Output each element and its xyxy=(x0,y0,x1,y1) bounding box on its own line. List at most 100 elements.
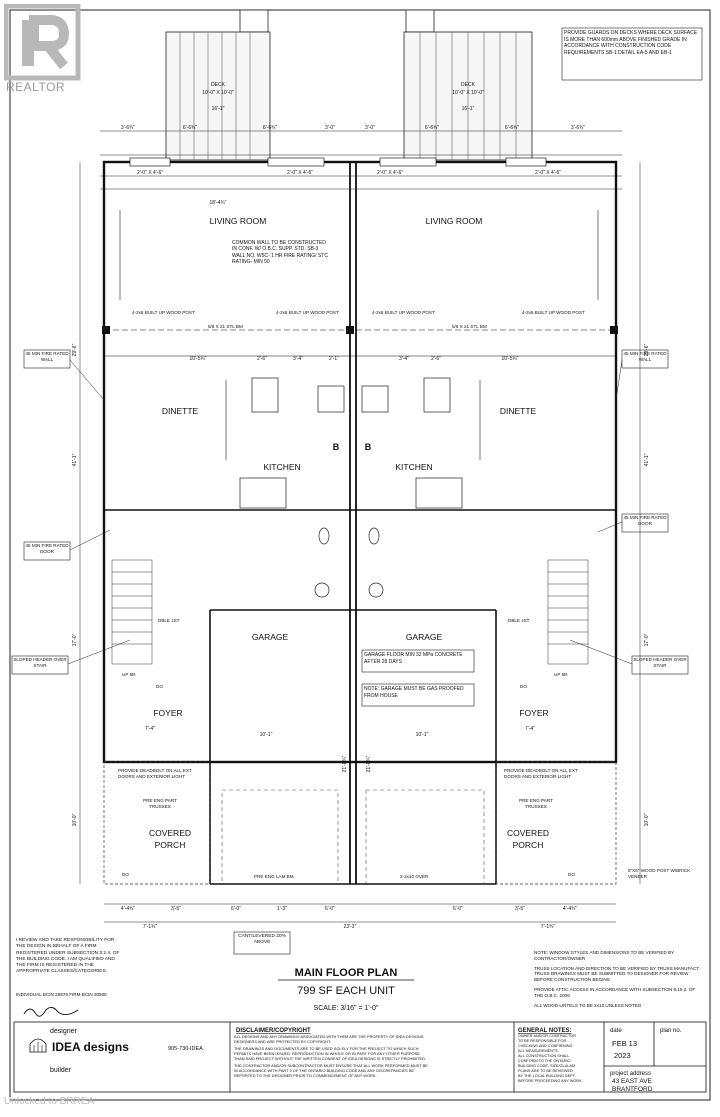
dim-b6: 23'-3" xyxy=(344,924,357,930)
dim-b2-right: 3'-5" xyxy=(515,906,525,912)
do-left: DO xyxy=(156,684,163,689)
dinette-left: DINETTE xyxy=(162,406,199,416)
trusses-note-right: PRE ENG PART TRUSSES xyxy=(519,798,553,809)
right-note-attic: PROVIDE ATTIC ACCESS IN ACCORDANCE WITH … xyxy=(534,986,696,998)
garage-right: GARAGE xyxy=(406,632,443,642)
right-note-lintels: ALL WOOD LINTELS TO BE 2x10 UNLESS NOTED xyxy=(534,1002,642,1008)
date-line-1: FEB 13 xyxy=(612,1039,637,1048)
deck-size-right: 10'-0" X 10'-0" xyxy=(452,90,484,96)
fire-wall-callout-left: 45 MIN FIRE RATED WALL xyxy=(23,349,71,369)
covered-left: COVERED xyxy=(149,828,191,838)
dim-side-2-right: 41'-1" xyxy=(644,453,650,466)
garage-door-openings xyxy=(221,789,485,885)
garage-floor-note: GARAGE FLOOR MIN 32 MPa CONCRETE AFTER 2… xyxy=(361,649,475,673)
company-name: IDEA designs xyxy=(52,1040,129,1054)
dim-d3-left: 2'-1" xyxy=(329,356,339,362)
post-left xyxy=(102,326,110,334)
dim-d1-left: 2'-6" xyxy=(257,356,267,362)
up-left: UP 5R xyxy=(122,672,136,677)
deck-size-left: 10'-0" X 10'-0" xyxy=(202,90,234,96)
dim-garage-depth-right: 21'-8¾" xyxy=(366,755,372,772)
deck-width-left: 16'-1" xyxy=(212,106,225,112)
title-block xyxy=(13,1021,707,1093)
idea-designs-logo-icon xyxy=(29,1038,47,1053)
b-marker-right: B xyxy=(365,442,372,452)
post-note-1: 4-2x6 BUILT UP WOOD POST xyxy=(132,310,195,315)
beam-note-left: 5/8 X 21 STL BM xyxy=(208,324,243,329)
dim-d1-right: 2'-6" xyxy=(431,356,441,362)
dim-foyer-left: 7'-4" xyxy=(145,726,155,732)
deadbolt-note-right: PROVIDE DEADBOLT ON ALL EXT DOORS AND EX… xyxy=(504,768,578,779)
dim-side-1-left: 29'-6" xyxy=(72,343,78,356)
bottom-dimension-lines xyxy=(104,903,616,923)
dim-top-b-right: 6'-6¾" xyxy=(505,125,519,131)
dim-side-1-right: 29'-6" xyxy=(644,343,650,356)
dim-top-b-left: 6'-6¾" xyxy=(183,125,197,131)
gas-proof-note: NOTE: GARAGE MUST BE GAS PROOFED FROM HO… xyxy=(361,683,475,707)
dim-d2-right: 3'-4" xyxy=(399,356,409,362)
callout-leaders xyxy=(67,359,633,665)
dim-mid-left: 10'-5¾" xyxy=(190,356,207,362)
living-room-right: LIVING ROOM xyxy=(426,216,483,226)
dim-b5-right: 7'-1¾" xyxy=(541,924,555,930)
realtor-logo-icon xyxy=(4,4,81,81)
top-dimensions xyxy=(100,130,622,190)
dim-d2-left: 3'-4" xyxy=(293,356,303,362)
company-phone: 905-730-IDEA xyxy=(168,1046,203,1052)
kitchen-fixtures xyxy=(239,377,463,509)
project-address-label: project address xyxy=(610,1071,651,1077)
address-line-1: 43 EAST AVE xyxy=(612,1078,653,1085)
dim-b5-left: 7'-1¾" xyxy=(143,924,157,930)
wood-post-note: 6"X6" WOOD POST W/BRICK VENEER xyxy=(628,868,691,879)
right-note-truss: TRUSS LOCATION AND DIRECTION TO BE VERIF… xyxy=(534,965,700,983)
dim-foyer-right: 7'-4" xyxy=(525,726,535,732)
fire-wall-callout-right: 45 MIN FIRE RATED WALL xyxy=(621,349,669,369)
fire-door-callout-right: 45 MIN FIRE RATED DOOR xyxy=(621,513,669,533)
dim-garage-w-right: 10'-1" xyxy=(416,732,429,738)
deck-label-right: DECK xyxy=(461,82,476,88)
plan-area: 799 SF EACH UNIT xyxy=(297,985,395,997)
dim-top-c-left: 6'-6¾" xyxy=(263,125,277,131)
dim-top-a-right: 3'-6¾" xyxy=(571,125,585,131)
deck-label-left: DECK xyxy=(211,82,226,88)
deck-note-text: PROVIDE GUARDS ON DECKS WHERE DECK SURFA… xyxy=(564,30,698,56)
living-room-left: LIVING ROOM xyxy=(210,216,267,226)
b-marker-left: B xyxy=(333,442,340,452)
beam-note-right: 5/8 X 21 STL BM xyxy=(452,324,487,329)
dim-b1-right: 4'-4¾" xyxy=(563,906,577,912)
deadbolt-note-left: PROVIDE DEADBOLT ON ALL EXT DOORS AND EX… xyxy=(118,768,192,779)
dble-jst-right: DBLE JST xyxy=(508,618,530,623)
dim-window-2: 2'-0" X 4'-6" xyxy=(287,170,313,176)
post-note-2: 4-2x6 BUILT UP WOOD POST xyxy=(276,310,339,315)
dim-b3-center: 6'-0" xyxy=(325,906,335,912)
dim-top-d-left: 3'-0" xyxy=(325,125,335,131)
rear-windows xyxy=(129,157,547,167)
bcin-line: INDIVIDUAL BCIN 26876 FIRM BCIN 30508 xyxy=(16,992,107,997)
dim-b3-left: 6'-0" xyxy=(231,906,241,912)
foyer-left: FOYER xyxy=(153,708,182,718)
dim-side-3-left: 17'-0" xyxy=(72,633,78,646)
realtor-watermark-text: REALTOR xyxy=(6,80,66,94)
plan-title: MAIN FLOOR PLAN xyxy=(295,967,398,979)
garage-left: GARAGE xyxy=(252,632,289,642)
dim-window-4: 2'-0" X 4'-6" xyxy=(535,170,561,176)
porch-left: PORCH xyxy=(155,840,186,850)
sheet-border xyxy=(9,9,711,1101)
side-stairs xyxy=(111,559,589,665)
disclaimer-body: ALL DESIGNS AND ANY DRAWINGS ASSOCIATED … xyxy=(234,1034,428,1078)
up-right: UP 5R xyxy=(554,672,568,677)
dim-top-d-right: 3'-0" xyxy=(365,125,375,131)
deck-note-box xyxy=(561,27,703,81)
post-center xyxy=(346,326,354,334)
plan-scale: SCALE: 3/16" = 1'-0" xyxy=(314,1005,379,1012)
kitchen-left: KITCHEN xyxy=(263,462,300,472)
dim-side-3-right: 17'-0" xyxy=(644,633,650,646)
covered-porch-outline xyxy=(103,761,617,885)
post-note-3: 4-2x6 BUILT UP WOOD POST xyxy=(372,310,435,315)
signature-graphic xyxy=(23,1007,79,1017)
right-note-window: NOTE: WINDOW STYLES AND DIMENSIONS TO BE… xyxy=(534,950,675,961)
foyer-right: FOYER xyxy=(519,708,548,718)
dim-b3-right: 6'-0" xyxy=(453,906,463,912)
